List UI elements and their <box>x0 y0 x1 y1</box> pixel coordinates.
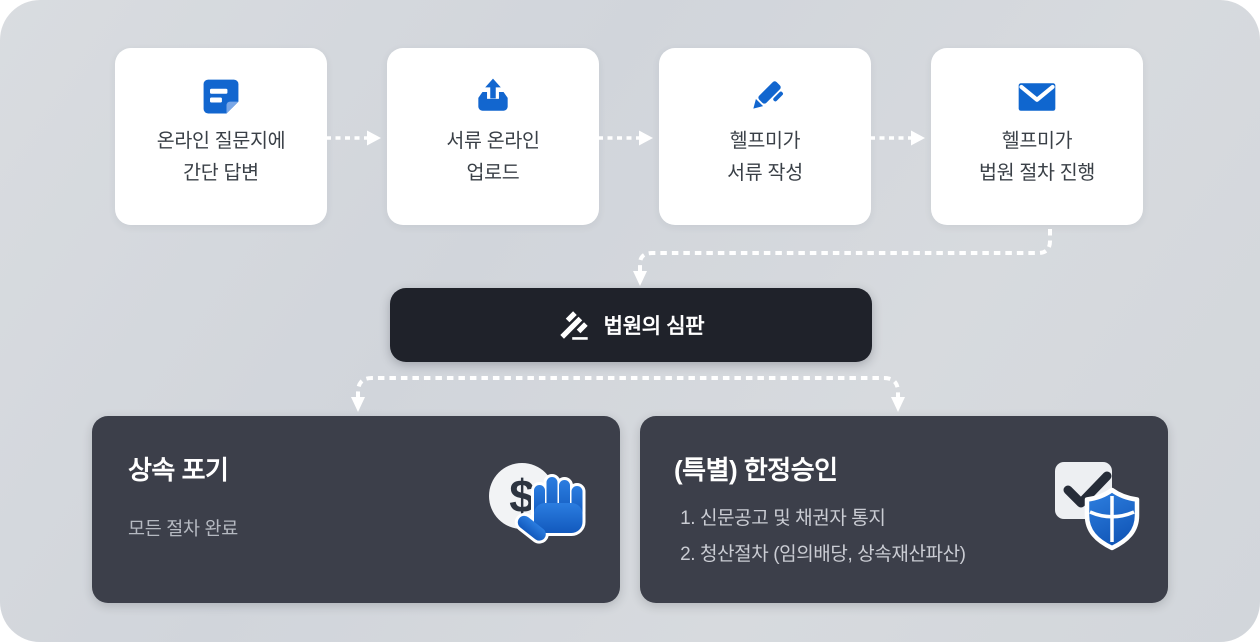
step-label-line2: 업로드 <box>466 161 520 184</box>
note-icon <box>199 75 243 119</box>
step-label-line2: 서류 작성 <box>727 161 803 184</box>
arrow-right-icon <box>870 130 925 146</box>
step-label-line2: 법원 절차 진행 <box>978 161 1096 184</box>
step-card-upload-documents: 서류 온라인 업로드 <box>387 48 599 225</box>
outcome-title: 상속 포기 <box>128 455 229 485</box>
court-judgment-label: 법원의 심판 <box>603 315 705 338</box>
arrow-right-icon <box>598 130 653 146</box>
step-label-line1: 헬프미가 <box>729 130 801 152</box>
gavel-icon <box>558 310 589 341</box>
upload-icon <box>471 75 515 119</box>
list-item: 신문공고 및 채권자 통지 <box>700 505 1168 532</box>
outcome-title: (특별) 한정승인 <box>674 455 838 485</box>
outcome-card-renounce-inheritance: 상속 포기 모든 절차 완료 $ <box>92 416 620 603</box>
arrow-right-icon <box>326 130 381 146</box>
money-hand-icon: $ <box>489 463 586 544</box>
pen-icon <box>743 75 787 119</box>
list-item: 청산절차 (임의배당, 상속재산파산) <box>700 541 1168 568</box>
outcome-subtitle: 모든 절차 완료 <box>128 518 239 539</box>
step-card-court-procedure: 헬프미가 법원 절차 진행 <box>931 48 1143 225</box>
step-label-line1: 헬프미가 <box>1001 130 1073 152</box>
step-card-online-questionnaire: 온라인 질문지에 간단 답변 <box>115 48 327 225</box>
step-label-line1: 온라인 질문지에 <box>156 130 286 152</box>
court-judgment-pill: 법원의 심판 <box>390 288 872 362</box>
mail-icon <box>1015 75 1059 119</box>
outcome-card-limited-acceptance: (특별) 한정승인 신문공고 및 채권자 통지 청산절차 (임의배당, 상속재산… <box>640 416 1168 603</box>
step-card-helpme-drafts: 헬프미가 서류 작성 <box>659 48 871 225</box>
step-label-line1: 서류 온라인 <box>446 130 540 152</box>
outcome-steps-list: 신문공고 및 채권자 통지 청산절차 (임의배당, 상속재산파산) <box>674 505 1168 568</box>
step-label-line2: 간단 답변 <box>183 161 259 184</box>
shield-check-icon <box>1055 462 1140 551</box>
